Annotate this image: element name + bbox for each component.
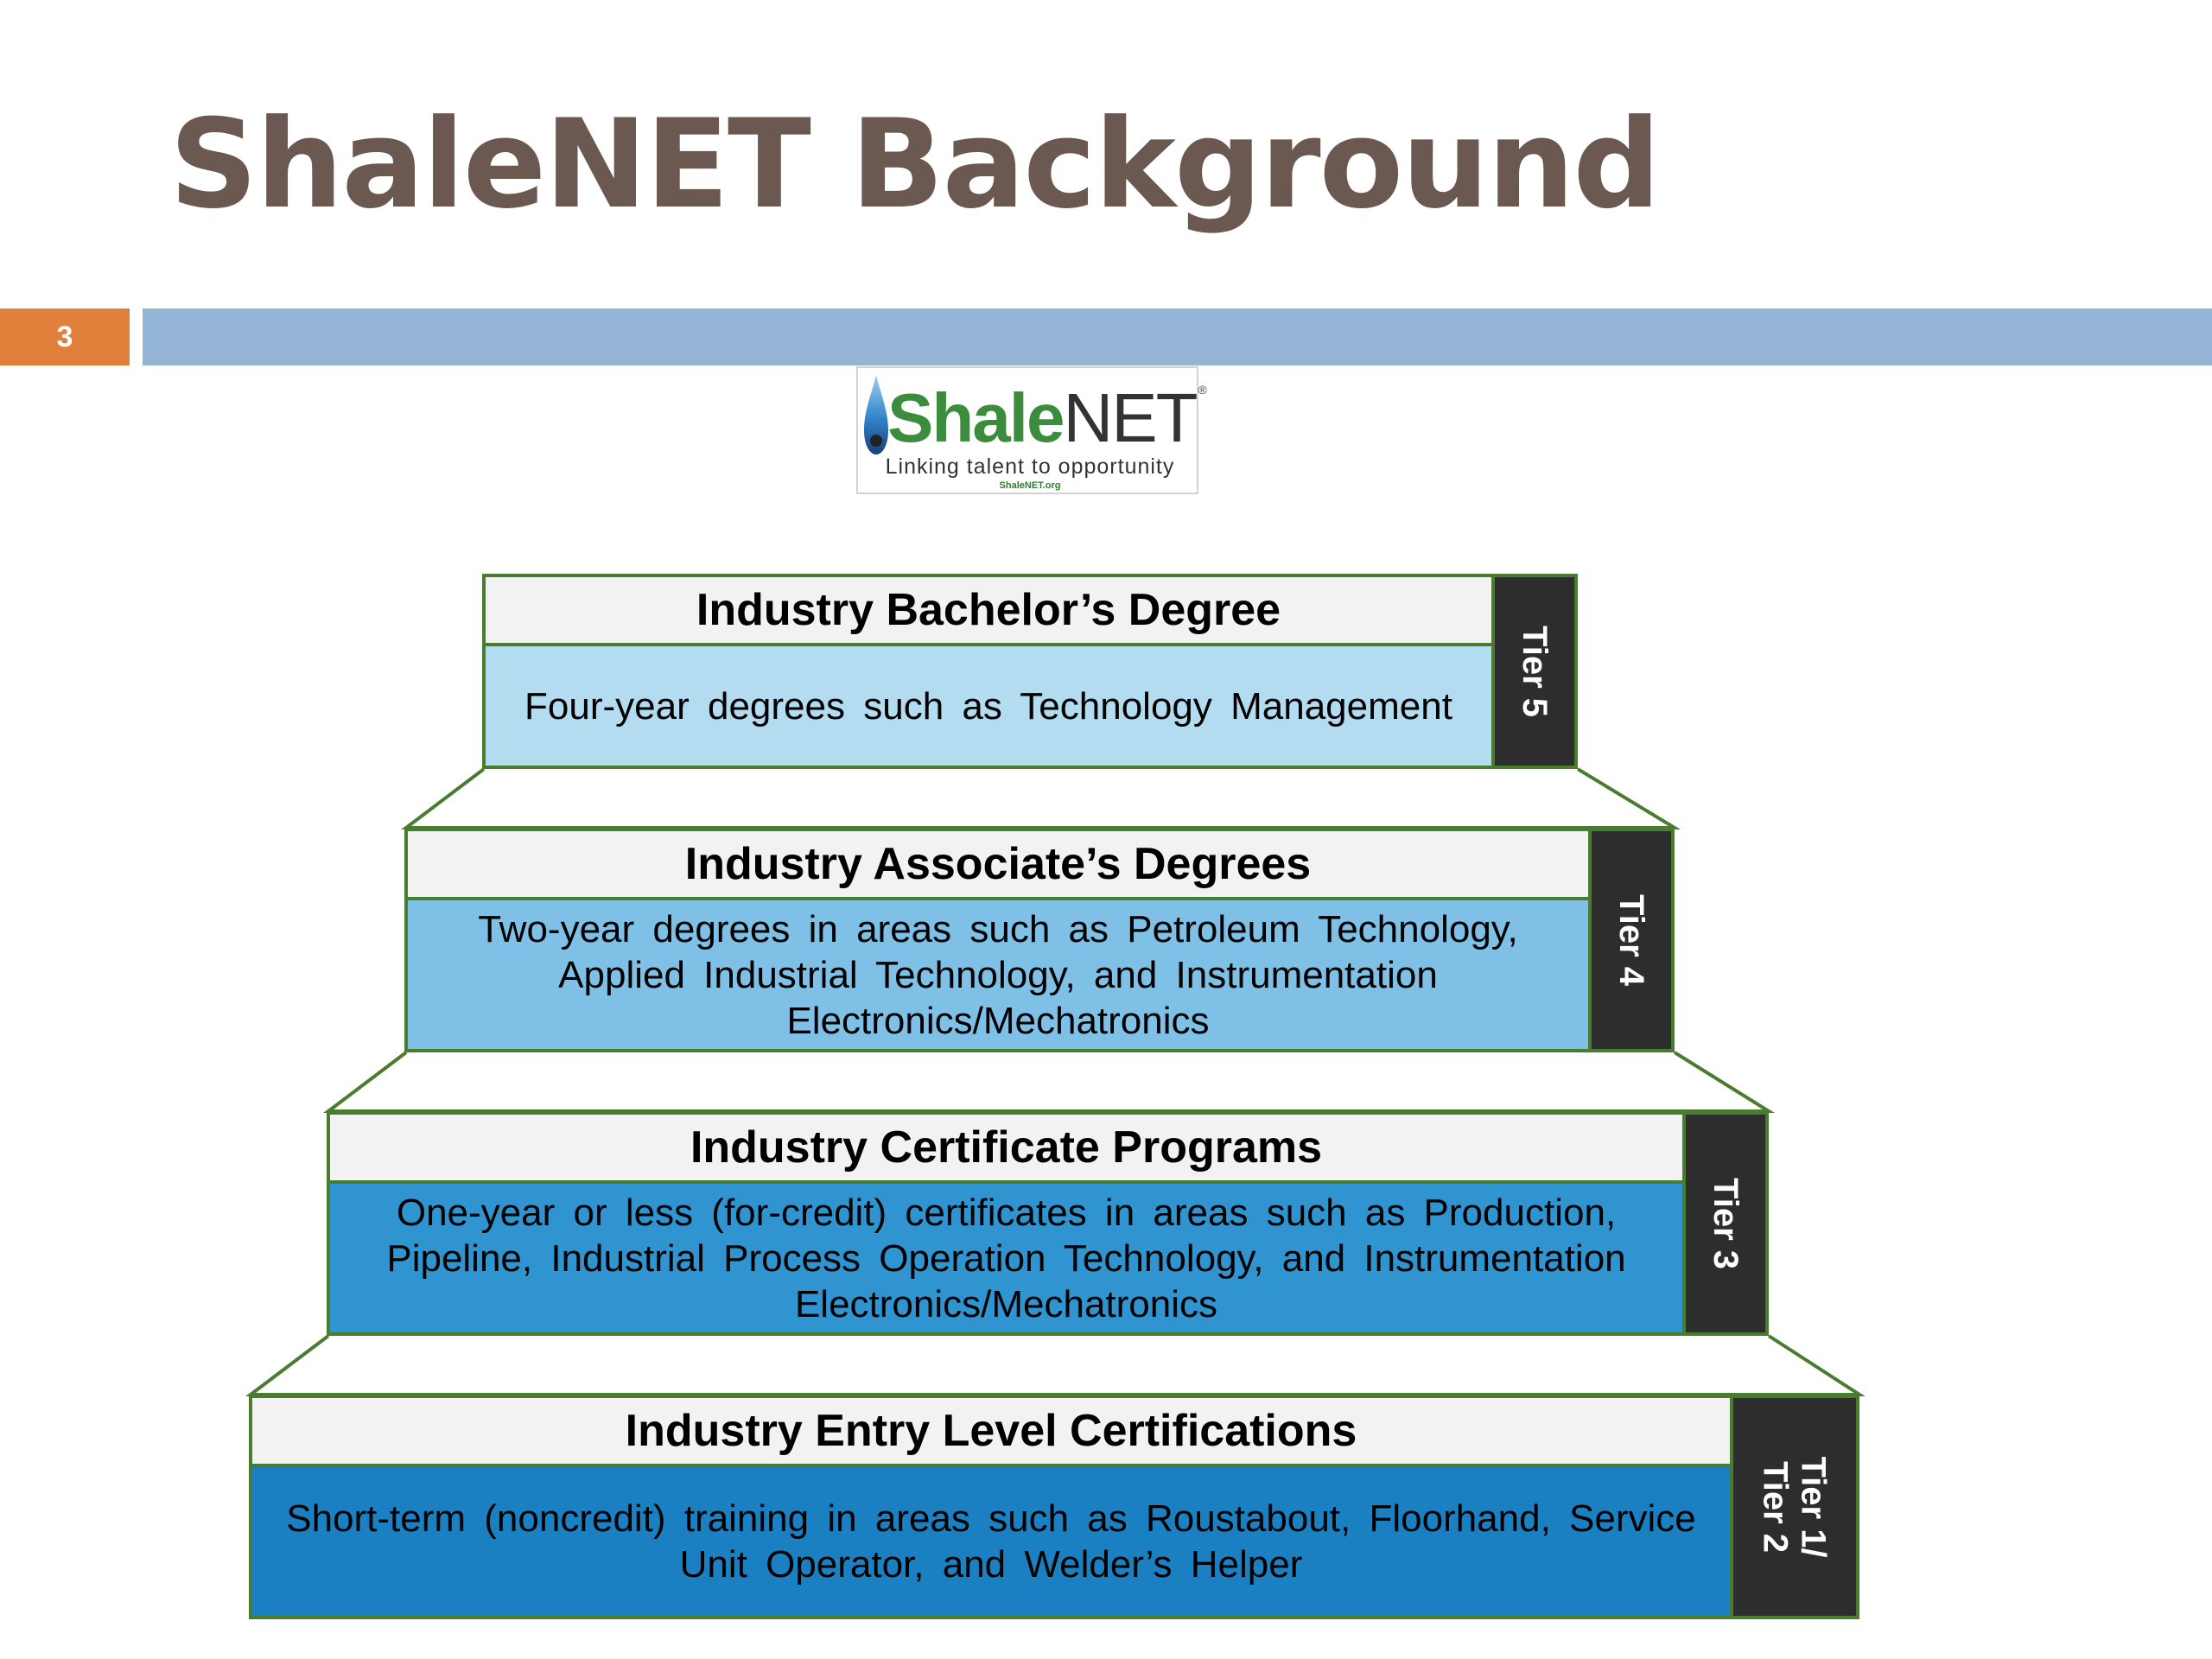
tier-5-box: Industry Bachelor’s Degree Four-year deg… xyxy=(482,574,1495,769)
slide-number: 3 xyxy=(0,308,130,365)
tier-5-step: Industry Bachelor’s Degree Four-year deg… xyxy=(482,574,1578,769)
slide-title: ShaleNET Background xyxy=(169,93,1661,236)
tier-4-label: Tier 4 xyxy=(1612,894,1650,986)
tier-1-2-step: Industry Entry Level Certifications Shor… xyxy=(249,1395,1859,1619)
tier-1-2-label-box: Tier 1/ Tier 2 xyxy=(1733,1395,1859,1619)
tier-3-step: Industry Certificate Programs One-year o… xyxy=(327,1111,1769,1336)
tier-4-label-box: Tier 4 xyxy=(1592,828,1675,1052)
tier-4-step: Industry Associate’s Degrees Two-year de… xyxy=(404,828,1675,1052)
tier-3-label-box: Tier 3 xyxy=(1686,1111,1769,1336)
tier-5-label: Tier 5 xyxy=(1516,626,1554,717)
tier-3-heading: Industry Certificate Programs xyxy=(330,1115,1682,1184)
tier-4-description: Two-year degrees in areas such as Petrol… xyxy=(478,907,1518,1042)
tier-4-box: Industry Associate’s Degrees Two-year de… xyxy=(404,828,1592,1052)
tier-1-2-label: Tier 1/ Tier 2 xyxy=(1756,1456,1833,1558)
header-bar xyxy=(143,308,2212,365)
logo-wordmark: ShaleNET® xyxy=(887,379,1207,456)
tier-5-description: Four-year degrees such as Technology Man… xyxy=(524,684,1452,728)
tier-3-description: One-year or less (for-credit) certificat… xyxy=(386,1191,1626,1325)
logo-tagline: Linking talent to opportunity xyxy=(885,454,1175,479)
tier-1-2-heading: Industry Entry Level Certifications xyxy=(252,1398,1730,1467)
tier-5-label-box: Tier 5 xyxy=(1495,574,1578,769)
tier-3-box: Industry Certificate Programs One-year o… xyxy=(327,1111,1686,1336)
tier-4-heading: Industry Associate’s Degrees xyxy=(408,831,1588,900)
shalenet-logo: ShaleNET® Linking talent to opportunity … xyxy=(856,366,1207,494)
tier-1-2-box: Industry Entry Level Certifications Shor… xyxy=(249,1395,1733,1619)
logo-url: ShaleNET.org xyxy=(999,480,1061,491)
flame-drop-icon xyxy=(864,375,888,454)
tier-5-heading: Industry Bachelor’s Degree xyxy=(486,577,1491,646)
tier-3-label: Tier 3 xyxy=(1707,1178,1745,1269)
tier-1-2-description: Short-term (noncredit) training in areas… xyxy=(286,1497,1696,1586)
